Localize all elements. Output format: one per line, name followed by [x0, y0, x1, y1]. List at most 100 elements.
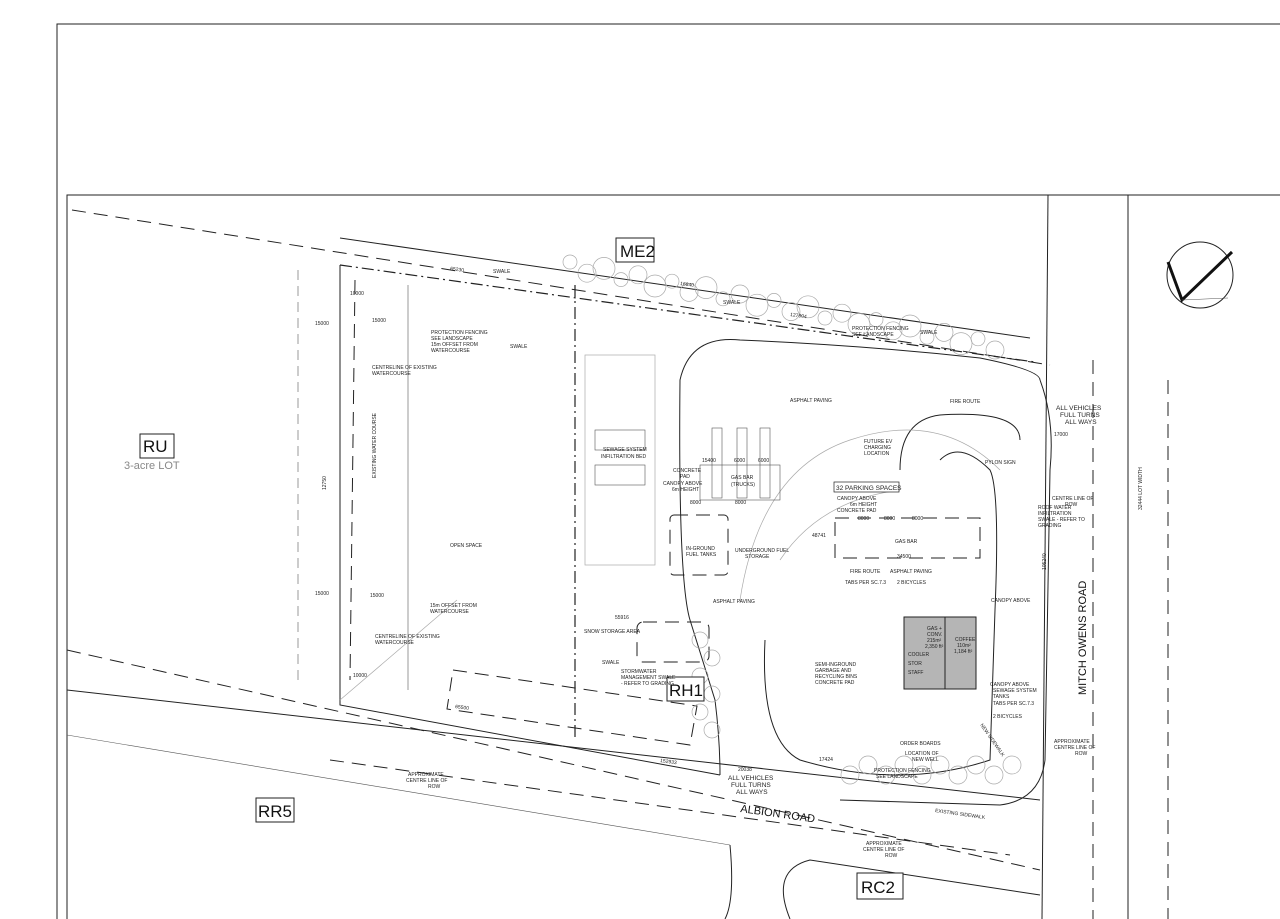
svg-text:FIRE ROUTE: FIRE ROUTE [950, 399, 981, 405]
tree-icon [628, 265, 648, 285]
svg-text:ROW: ROW [885, 853, 898, 859]
tree-icon [883, 321, 903, 341]
svg-text:IN-GROUND: IN-GROUND [686, 546, 715, 552]
svg-text:12750: 12750 [322, 476, 328, 490]
svg-text:CONCRETE: CONCRETE [673, 468, 702, 474]
svg-text:2 BICYCLES: 2 BICYCLES [897, 580, 927, 586]
svg-text:RC2: RC2 [861, 878, 895, 897]
svg-text:STAFF: STAFF [908, 670, 923, 676]
svg-text:ALL WAYS: ALL WAYS [736, 789, 768, 796]
stormwater-swale-outline [446, 669, 698, 746]
sheet-frame [56, 23, 1280, 919]
svg-text:SWALE: SWALE [920, 330, 938, 336]
svg-text:SEE LANDSCAPE: SEE LANDSCAPE [852, 332, 894, 338]
svg-text:ALL VEHICLES: ALL VEHICLES [728, 775, 774, 782]
tree-icon [934, 323, 954, 342]
north-arrow-icon [1166, 241, 1234, 309]
tree-icon [930, 755, 950, 775]
tree-icon [643, 274, 667, 298]
svg-text:15000: 15000 [315, 591, 329, 597]
svg-text:8000: 8000 [884, 516, 895, 522]
svg-text:OPEN SPACE: OPEN SPACE [450, 543, 483, 549]
svg-text:(TRUCKS): (TRUCKS) [731, 482, 755, 488]
svg-text:8000: 8000 [690, 500, 701, 506]
svg-text:ROW: ROW [1075, 751, 1088, 757]
tree-icon [970, 331, 986, 347]
svg-text:CHARGING: CHARGING [864, 445, 891, 451]
svg-text:CONV.: CONV. [927, 632, 942, 638]
svg-text:1,184 ft²: 1,184 ft² [954, 649, 973, 655]
svg-text:8000: 8000 [912, 516, 923, 522]
svg-text:WATERCOURSE: WATERCOURSE [375, 640, 415, 646]
ru-lot-note: 3-acre LOT [124, 460, 180, 472]
tree-icon [664, 273, 680, 289]
svg-text:ASPHALT PAVING: ASPHALT PAVING [790, 398, 832, 404]
svg-text:WATERCOURSE: WATERCOURSE [372, 371, 412, 377]
zone-label-rr5: RR5 [255, 797, 295, 823]
tree-icon [703, 649, 721, 667]
svg-text:EXISTING WATER COURSE: EXISTING WATER COURSE [372, 412, 378, 478]
tree-icon [949, 332, 973, 355]
svg-text:ALL VEHICLES: ALL VEHICLES [1056, 405, 1102, 412]
snow-storage-outline [636, 621, 710, 663]
svg-text:STOR: STOR [908, 661, 922, 667]
svg-text:- REFER TO GRADING: - REFER TO GRADING [621, 681, 674, 687]
svg-text:ALL WAYS: ALL WAYS [1065, 419, 1097, 426]
svg-text:15000: 15000 [370, 593, 384, 599]
svg-text:CONCRETE PAD: CONCRETE PAD [837, 508, 877, 514]
tree-icon [577, 263, 597, 283]
svg-text:COFFEE: COFFEE [955, 637, 976, 643]
tree-icon [840, 765, 860, 785]
svg-text:SWALE: SWALE [510, 344, 528, 350]
svg-text:MANAGEMENT SWALE: MANAGEMENT SWALE [621, 675, 676, 681]
tree-icon [679, 283, 699, 302]
tree-icon [691, 703, 709, 721]
tree-icon [694, 276, 718, 299]
building [903, 616, 977, 690]
tree-icon [832, 303, 852, 323]
svg-text:SNOW STORAGE AREA: SNOW STORAGE AREA [584, 629, 641, 635]
svg-text:8000: 8000 [858, 516, 869, 522]
plan-annotations: ASPHALT PAVING ASPHALT PAVING ASPHALT PA… [372, 269, 1144, 859]
svg-text:2,350 ft²: 2,350 ft² [925, 644, 944, 650]
svg-text:CANOPY ABOVE: CANOPY ABOVE [990, 682, 1030, 688]
svg-text:PROTECTION FENCING: PROTECTION FENCING [431, 330, 488, 336]
svg-text:34500: 34500 [897, 554, 911, 560]
svg-text:PAD: PAD [680, 474, 690, 480]
svg-text:APPROXIMATE: APPROXIMATE [866, 841, 902, 847]
tree-icon [876, 765, 896, 785]
svg-text:55916: 55916 [615, 615, 629, 621]
svg-text:COOLER: COOLER [908, 652, 930, 658]
svg-text:PROTECTION FENCING: PROTECTION FENCING [852, 326, 909, 332]
svg-text:15m OFFSET FROM: 15m OFFSET FROM [431, 342, 478, 348]
svg-text:GRADING: GRADING [1038, 523, 1061, 529]
svg-text:ROW: ROW [1065, 502, 1078, 508]
svg-text:STORAGE: STORAGE [745, 554, 770, 560]
svg-text:16840: 16840 [680, 281, 695, 289]
svg-text:LOCATION OF: LOCATION OF [905, 751, 939, 757]
svg-text:FULL TURNS: FULL TURNS [1060, 412, 1100, 419]
svg-text:8000: 8000 [735, 500, 746, 506]
svg-text:ROW: ROW [428, 784, 441, 790]
svg-text:TANKS: TANKS [993, 694, 1010, 700]
tree-icon [868, 312, 884, 327]
svg-text:RR5: RR5 [258, 802, 292, 821]
tree-icon [691, 631, 709, 649]
tree-icon [847, 313, 871, 336]
tree-icon [858, 755, 878, 775]
sewage-infiltration-bed [584, 354, 656, 566]
svg-text:SEWAGE SYSTEM: SEWAGE SYSTEM [993, 688, 1037, 694]
fuel-tanks-outline [669, 514, 729, 576]
svg-text:SWALE: SWALE [723, 300, 741, 306]
svg-text:INFILTRATION: INFILTRATION [1038, 511, 1072, 517]
truck-gas-bar [699, 427, 781, 501]
svg-text:FIRE ROUTE: FIRE ROUTE [850, 569, 881, 575]
svg-text:6000: 6000 [758, 458, 769, 464]
svg-text:GAS BAR: GAS BAR [731, 475, 754, 481]
svg-text:6000: 6000 [734, 458, 745, 464]
svg-text:ME2: ME2 [620, 242, 655, 261]
tree-icon [715, 291, 731, 307]
tree-icon [919, 329, 935, 345]
svg-text:15m OFFSET FROM: 15m OFFSET FROM [430, 603, 477, 609]
tree-icon [948, 765, 968, 785]
